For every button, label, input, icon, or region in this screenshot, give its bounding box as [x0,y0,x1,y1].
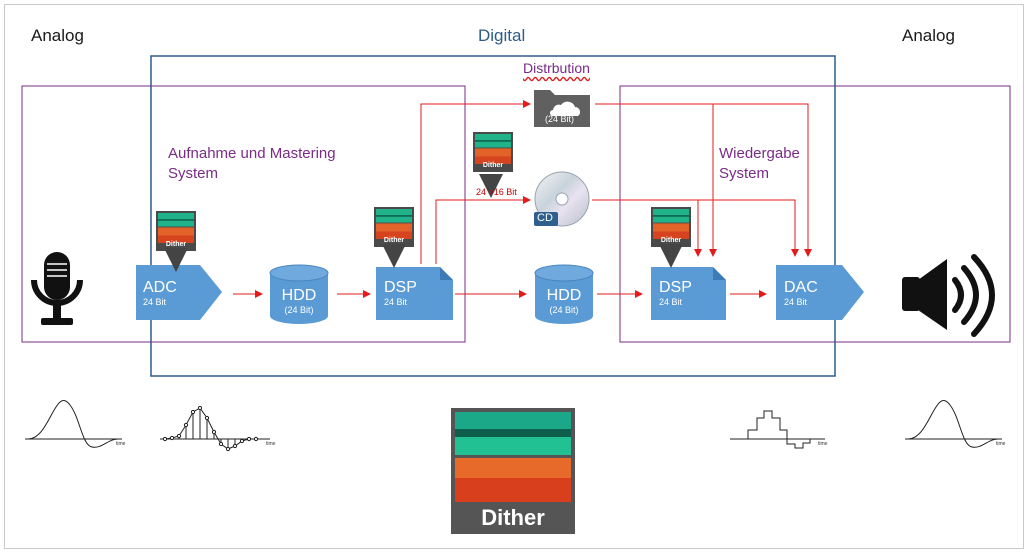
dither-icon [651,207,691,268]
analog-left-label: Analog [31,26,84,45]
time-axis-label: time [116,441,126,447]
cloud-folder-icon [534,90,590,127]
time-axis-label: time [996,441,1006,447]
hdd1-bits: (24 Bit) [284,305,314,315]
dsp1-label: DSP [384,279,417,296]
distribution-label: Distrbution [523,60,590,76]
dsp1-bits: 24 Bit [384,297,408,307]
dsp2-bits: 24 Bit [659,297,683,307]
dac-bits: 24 Bit [784,297,808,307]
hdd2-text: HDD (24 Bit) [529,287,599,315]
arrow-dsp-cloud [420,100,531,264]
hdd1-block [269,264,329,324]
recording-zone [21,85,466,343]
digital-zone [150,55,836,377]
digital-label: Digital [478,26,526,45]
analog-right-label: Analog [902,26,955,45]
speaker-icon [902,254,995,337]
arrow-cd-dac [698,199,799,257]
dither-large-icon [451,408,575,534]
dither-label: Dither [383,237,405,244]
waveform-sampled [160,405,270,452]
dither-label: Dither [482,162,504,169]
dac-text: DAC 24 Bit [784,279,818,307]
dsp2-label: DSP [659,279,692,296]
waveform-analog-right [905,400,1002,448]
waveform-stepped [730,410,825,449]
dither-large-label: Dither [481,505,545,530]
dither-label: Dither [660,237,682,244]
time-axis-label: time [266,441,276,447]
adc-bits: 24 Bit [143,297,167,307]
waveform-analog-left [25,400,122,448]
microphone-icon [31,252,83,325]
dac-label: DAC [784,279,818,296]
playback-zone [619,85,1011,343]
hdd1-text: HDD (24 Bit) [264,287,334,315]
dither-label: Dither [165,241,187,248]
dsp2-text: DSP 24 Bit [659,279,692,307]
dither-icon [374,207,414,268]
adc-text: ADC 24 Bit [143,279,177,307]
bit-conversion-label: 24 >16 Bit [476,187,517,197]
arrow-cloud-dac [595,103,812,257]
adc-block [136,265,222,320]
dsp1-text: DSP 24 Bit [384,279,417,307]
dsp1-block [376,267,453,320]
diagram-frame [4,4,1024,549]
time-axis-label: time [818,441,828,447]
dither-icon [473,132,513,172]
hdd1-label: HDD [281,287,317,304]
dither-icon [156,211,196,272]
hdd2-block [534,264,594,324]
arrow-dsp-cd [435,196,531,264]
hdd2-label: HDD [546,287,582,304]
cd-icon [534,171,590,227]
adc-label: ADC [143,279,177,296]
dac-block [776,265,864,320]
cloud-bits: (24 Bit) [545,114,575,124]
hdd2-bits: (24 Bit) [549,305,579,315]
cd-label: CD [537,212,553,224]
dsp2-block [651,267,726,320]
